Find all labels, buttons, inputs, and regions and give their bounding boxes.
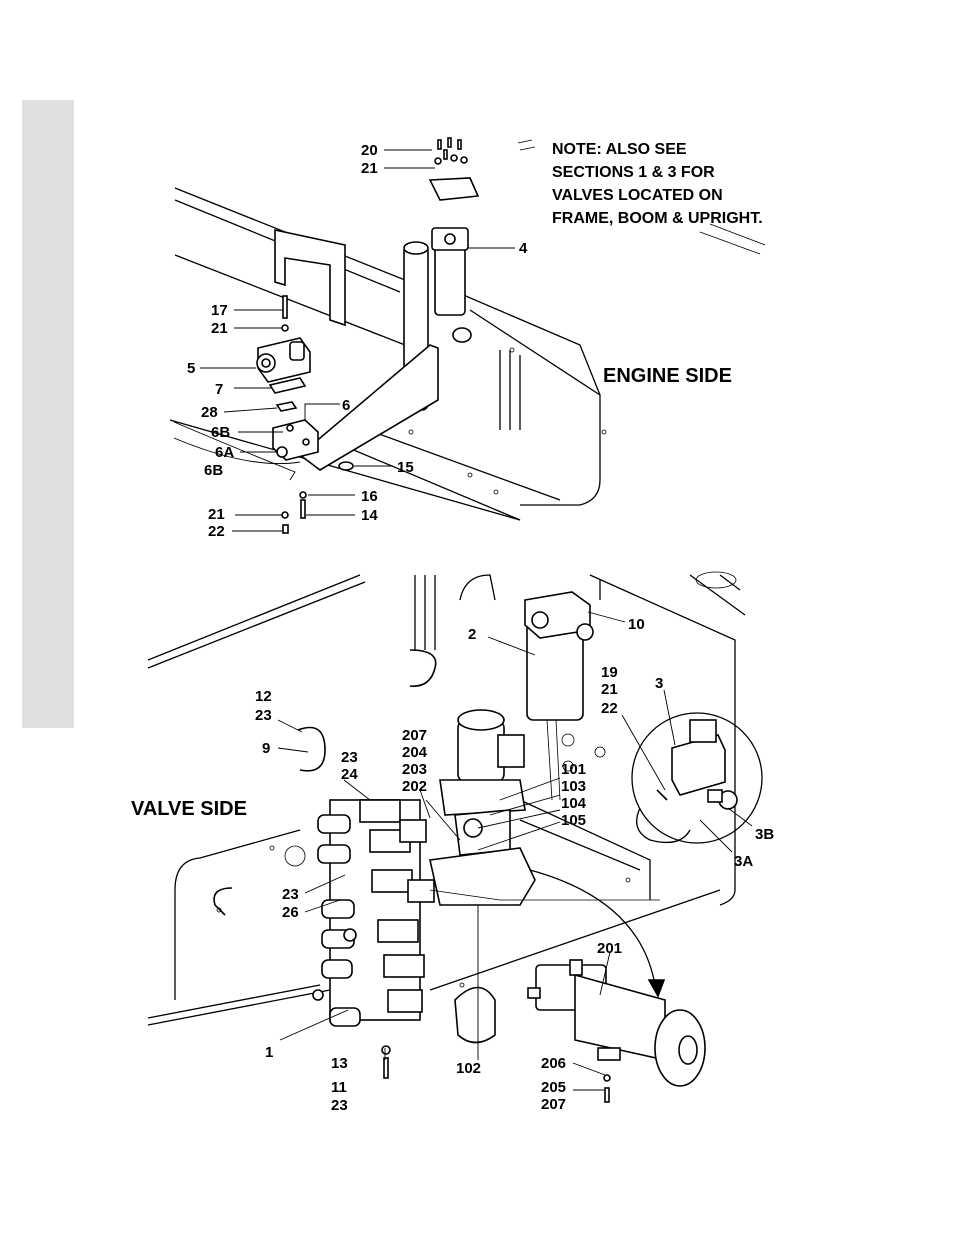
note-line-1: NOTE: ALSO SEE <box>552 141 687 158</box>
callout-label: 23 <box>255 707 272 724</box>
callout-label: 22 <box>601 700 618 717</box>
callout-label: 206 <box>541 1055 566 1072</box>
engine-side-title: ENGINE SIDE <box>603 365 732 387</box>
callout-label: 207 <box>402 727 427 744</box>
callout-label: 15 <box>397 459 414 476</box>
engine-side-labels: 20 21 4 17 21 5 7 28 6 6B 6A 6B 15 16 21… <box>187 142 528 540</box>
callout-label: 21 <box>601 681 618 698</box>
callout-label: 14 <box>361 507 378 524</box>
note-line-4: FRAME, BOOM & UPRIGHT. <box>552 210 763 227</box>
note-text: NOTE: ALSO SEE SECTIONS 1 & 3 FOR VALVES… <box>552 141 763 227</box>
callout-label: 5 <box>187 360 195 377</box>
callout-label: 105 <box>561 812 586 829</box>
callout-label: 6B <box>211 424 230 441</box>
callout-label: 10 <box>628 616 645 633</box>
callout-label: 104 <box>561 795 587 812</box>
callout-label: 202 <box>402 778 427 795</box>
callout-label: 207 <box>541 1096 566 1113</box>
valve-side-drawing <box>148 572 762 1102</box>
callout-label: 9 <box>262 740 270 757</box>
callout-label: 3A <box>734 853 753 870</box>
callout-label: 204 <box>402 744 428 761</box>
callout-label: 6 <box>342 397 350 414</box>
callout-label: 7 <box>215 381 223 398</box>
callout-label: 6B <box>204 462 223 479</box>
callout-label: 1 <box>265 1044 273 1061</box>
callout-label: 201 <box>597 940 622 957</box>
callout-label: 16 <box>361 488 378 505</box>
callout-label: 20 <box>361 142 378 159</box>
callout-label: 13 <box>331 1055 348 1072</box>
callout-label: 12 <box>255 688 272 705</box>
callout-label: 2 <box>468 626 476 643</box>
callout-label: 21 <box>208 506 225 523</box>
engine-side-drawing <box>170 138 606 533</box>
callout-label: 205 <box>541 1079 566 1096</box>
callout-label: 22 <box>208 523 225 540</box>
callout-label: 24 <box>341 766 358 783</box>
callout-label: 103 <box>561 778 586 795</box>
callout-label: 23 <box>282 886 299 903</box>
callout-label: 23 <box>331 1097 348 1114</box>
callout-label: 23 <box>341 749 358 766</box>
callout-label: 203 <box>402 761 427 778</box>
note-line-2: SECTIONS 1 & 3 FOR <box>552 164 715 181</box>
callout-label: 6A <box>215 444 234 461</box>
valve-bank <box>313 800 434 1026</box>
callout-label: 17 <box>211 302 228 319</box>
callout-label: 19 <box>601 664 618 681</box>
callout-label: 28 <box>201 404 218 421</box>
callout-label: 3 <box>655 675 663 692</box>
note-line-3: VALVES LOCATED ON <box>552 187 723 204</box>
callout-label: 102 <box>456 1060 481 1077</box>
valve-side-title: VALVE SIDE <box>131 798 247 820</box>
callout-label: 101 <box>561 761 586 778</box>
callout-label: 11 <box>331 1079 347 1096</box>
callout-label: 26 <box>282 904 299 921</box>
callout-label: 21 <box>361 160 378 177</box>
callout-label: 4 <box>519 240 528 257</box>
callout-label: 3B <box>755 826 774 843</box>
callout-label: 21 <box>211 320 228 337</box>
